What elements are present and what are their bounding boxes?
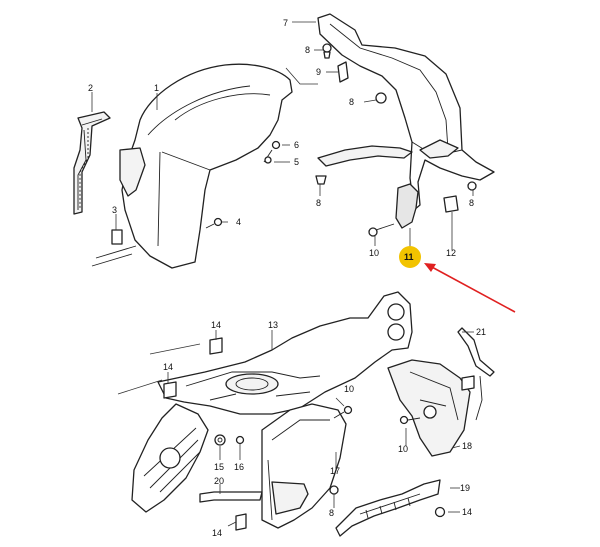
part-3-clip — [91, 229, 137, 267]
highlight-marker — [399, 246, 421, 268]
part-lower-left-guard — [131, 403, 209, 513]
fastener-10-lower-a — [333, 405, 353, 419]
callout-1: 1 — [154, 83, 159, 93]
part-13-lower-liner — [157, 291, 413, 415]
callout-8-c: 8 — [316, 198, 321, 208]
fastener-10-lower-b — [399, 415, 421, 425]
part-14-clip-bottom — [235, 513, 247, 531]
fastener-8-lower — [329, 485, 339, 495]
fastener-8-left — [315, 175, 327, 185]
part-14-clip-top — [209, 337, 223, 355]
fastener-8-right — [467, 181, 477, 191]
callout-8-a: 8 — [305, 45, 310, 55]
fastener-upper-right-lower — [461, 375, 475, 391]
red-pointer-arrow — [424, 263, 516, 313]
callout-2: 2 — [88, 83, 93, 93]
part-17-arch-panel — [261, 403, 347, 529]
callout-4: 4 — [236, 217, 241, 227]
upper-leader-lines — [91, 21, 474, 250]
part-19-lower-strip — [335, 479, 441, 537]
callout-18: 18 — [462, 441, 472, 451]
callout-14-b: 14 — [163, 362, 173, 372]
fastener-15 — [214, 434, 226, 446]
callout-20: 20 — [214, 476, 224, 486]
callout-10-a: 10 — [369, 248, 379, 258]
callout-15: 15 — [214, 462, 224, 472]
callout-8-e: 8 — [329, 508, 334, 518]
part-1-wheelhouse-liner — [119, 63, 293, 269]
part-2-seal-strip — [73, 111, 111, 215]
callout-21: 21 — [476, 327, 486, 337]
part-11-bracket — [395, 183, 419, 229]
callout-8-d: 8 — [469, 198, 474, 208]
callout-10-b: 10 — [344, 384, 354, 394]
fastener-8-mid — [375, 92, 387, 104]
callout-6: 6 — [294, 140, 299, 150]
fastener-5 — [264, 156, 272, 164]
part-14-clip-left — [163, 381, 177, 399]
callout-10-c: 10 — [398, 444, 408, 454]
fastener-4 — [205, 217, 223, 229]
fastener-9 — [337, 61, 349, 83]
fastener-14-right — [434, 506, 446, 518]
part-18-side-panel — [387, 359, 471, 457]
fastener-10-upper — [368, 223, 395, 237]
callout-19: 19 — [460, 483, 470, 493]
callout-3: 3 — [112, 205, 117, 215]
callout-5: 5 — [294, 157, 299, 167]
fastener-7-8 — [322, 43, 332, 59]
fastener-16 — [235, 435, 245, 445]
part-7-front-panel — [317, 13, 495, 211]
callout-14-a: 14 — [211, 320, 221, 330]
callout-7: 7 — [283, 18, 288, 28]
part-20-strap — [199, 491, 263, 503]
callout-13: 13 — [268, 320, 278, 330]
callout-14-d: 14 — [462, 507, 472, 517]
callout-16: 16 — [234, 462, 244, 472]
lower-leader-lines — [117, 330, 474, 527]
callout-8-b: 8 — [349, 97, 354, 107]
callout-12: 12 — [446, 248, 456, 258]
callout-9: 9 — [316, 67, 321, 77]
callout-17: 17 — [330, 466, 340, 476]
part-12-clip — [443, 195, 459, 213]
callout-11: 11 — [404, 252, 414, 262]
callout-14-c: 14 — [212, 528, 222, 538]
